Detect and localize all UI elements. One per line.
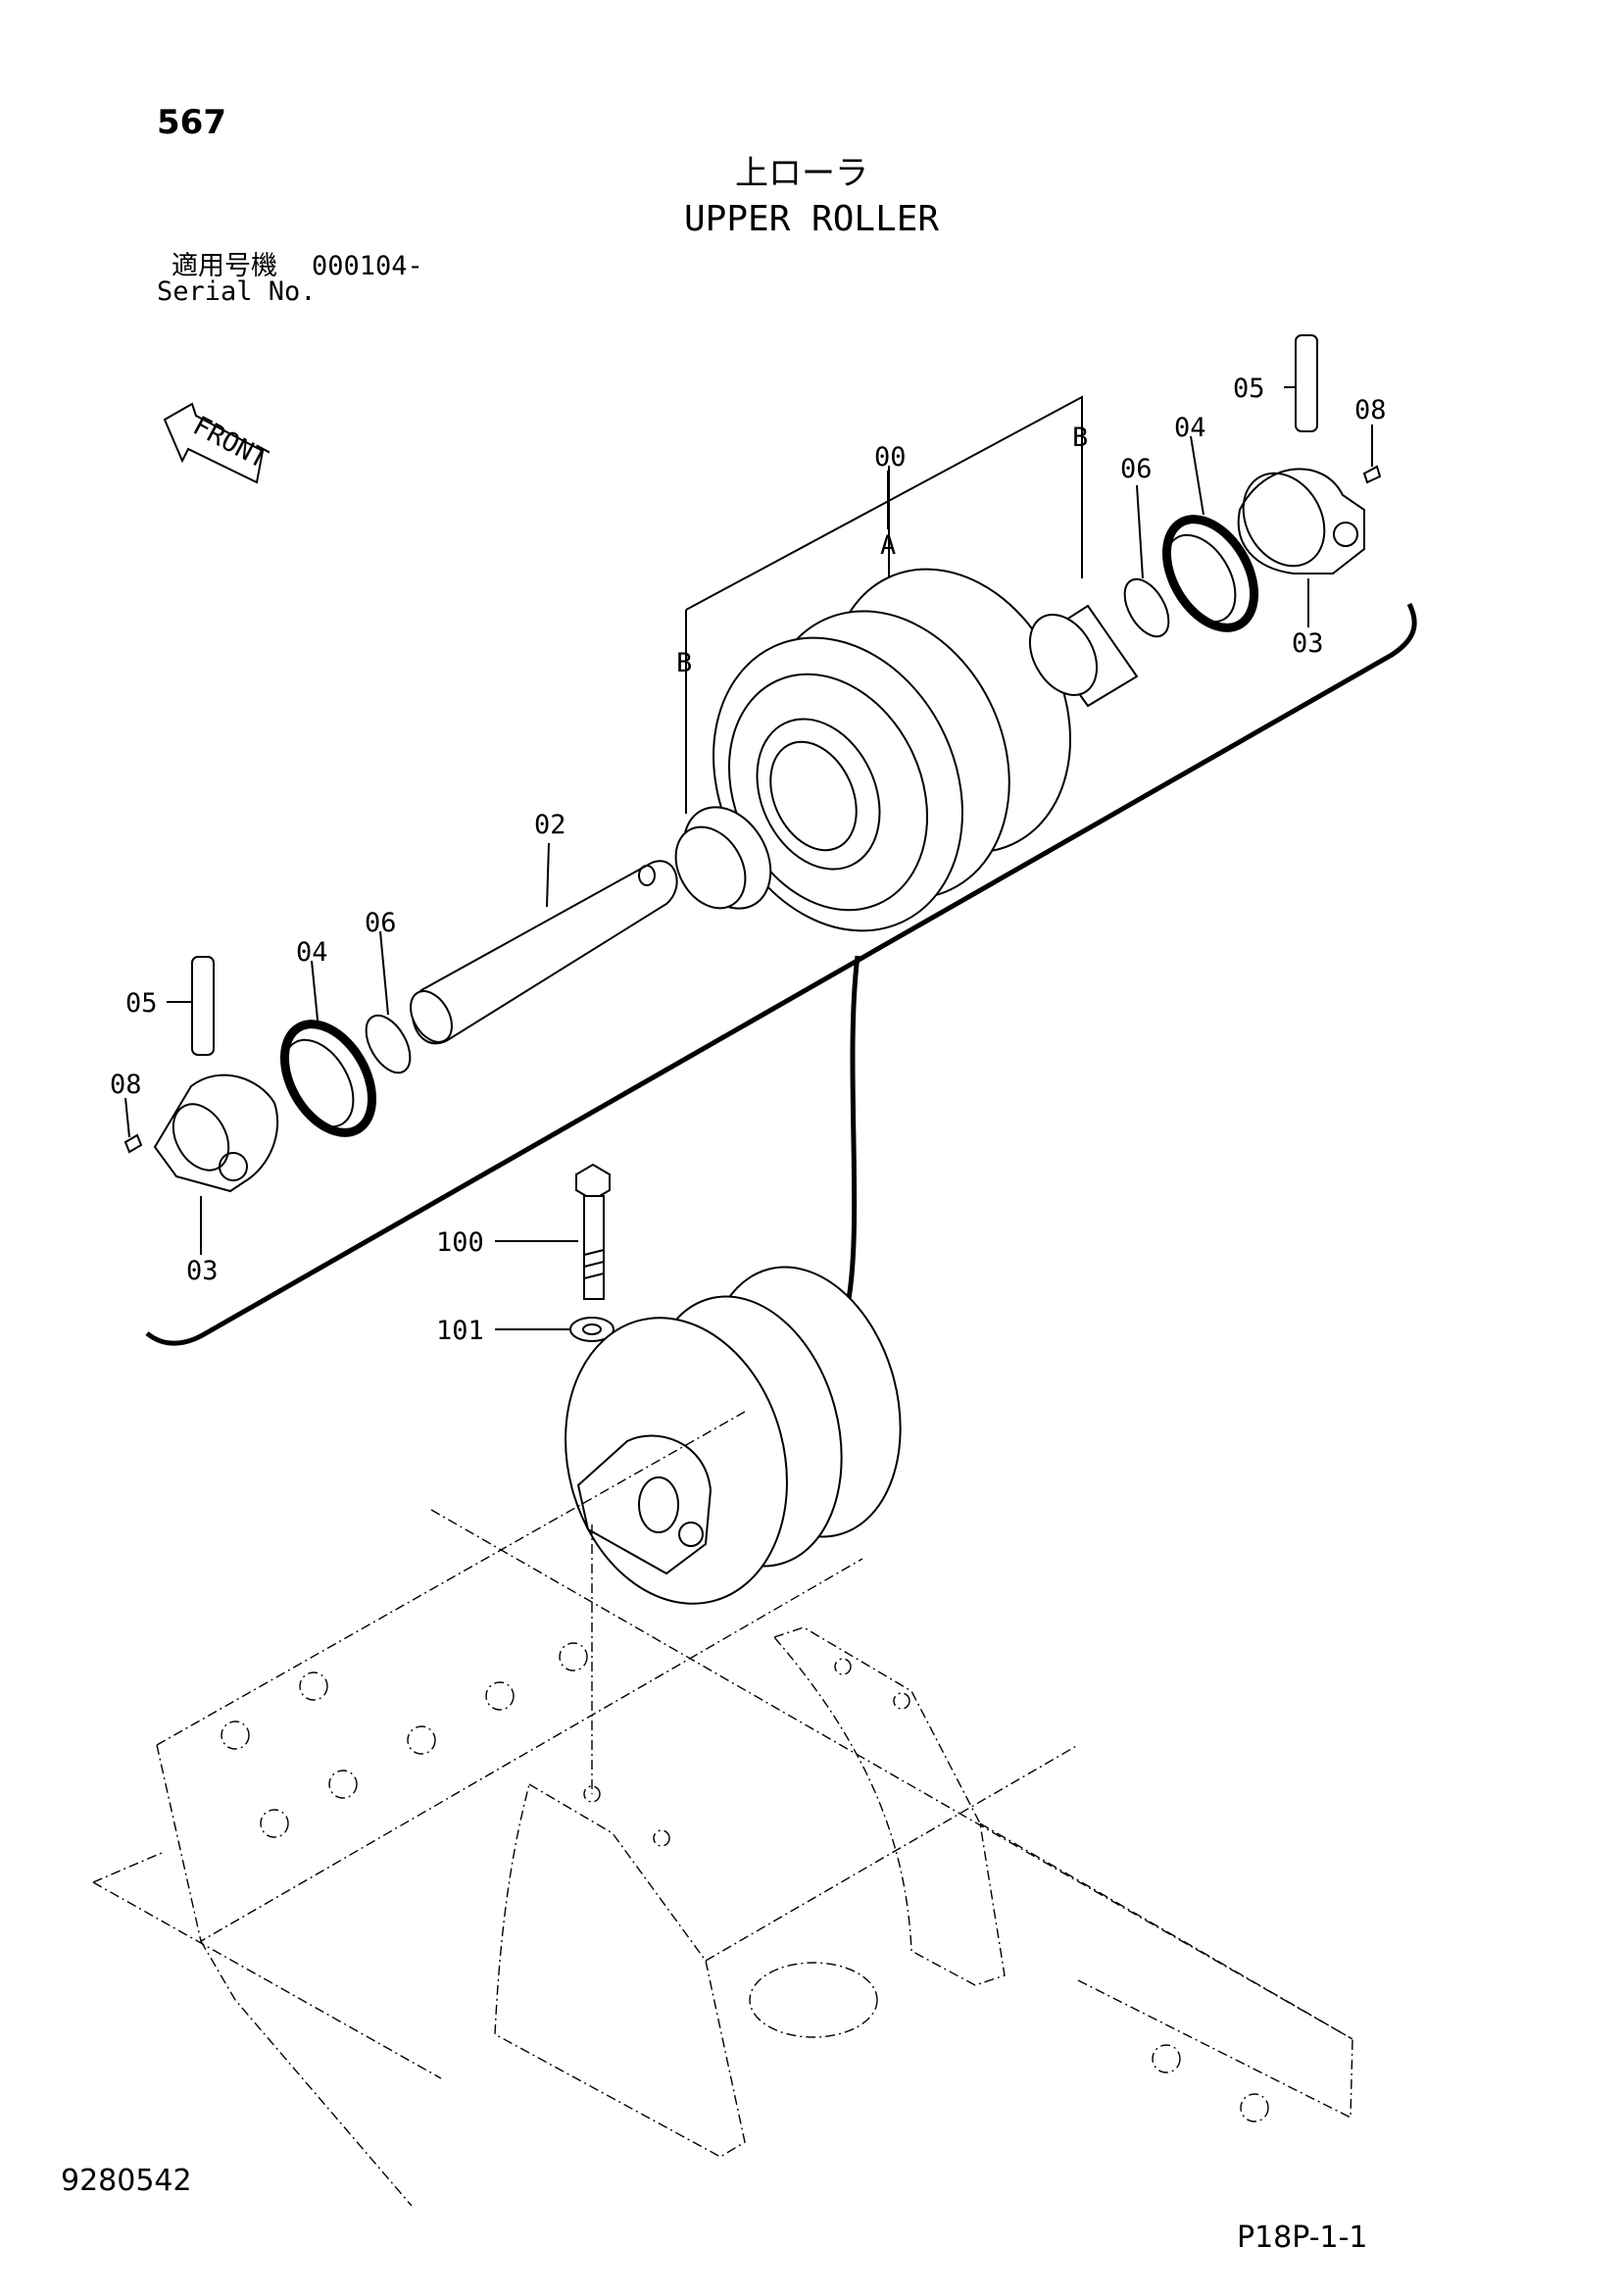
callout-04-left: 04 xyxy=(296,937,328,968)
callout-03-right: 03 xyxy=(1292,628,1324,659)
support-bracket-left xyxy=(153,1073,279,1193)
shaft xyxy=(410,860,678,1045)
bushing-right xyxy=(1028,604,1139,708)
grease-fitting-right xyxy=(1362,465,1382,484)
front-arrow-icon: FRONT xyxy=(163,402,272,484)
serial-label-english: Serial No. xyxy=(157,276,317,307)
callout-a: A xyxy=(880,530,896,561)
document-id: 9280542 xyxy=(61,2164,192,2198)
floating-seal-left xyxy=(279,1020,377,1137)
callout-04-right: 04 xyxy=(1174,413,1206,443)
o-ring-right xyxy=(1123,577,1170,638)
bolt xyxy=(575,1163,611,1300)
callout-b-right: B xyxy=(1072,423,1088,453)
callout-02: 02 xyxy=(534,810,566,840)
exploded-view-panel xyxy=(145,602,1417,1346)
front-arrow-label: FRONT xyxy=(188,411,272,475)
callout-03-left: 03 xyxy=(186,1256,219,1286)
title-english: UPPER ROLLER xyxy=(684,199,940,239)
callout-00: 00 xyxy=(874,442,907,473)
title-japanese: 上ローラ xyxy=(735,154,868,193)
upper-roller-assembly xyxy=(713,568,1071,932)
track-frame xyxy=(92,1411,1353,2207)
callout-101: 101 xyxy=(436,1316,484,1346)
installed-upper-roller xyxy=(565,1266,902,1605)
callout-b-left: B xyxy=(676,648,692,678)
page-reference: P18P-1-1 xyxy=(1237,2221,1368,2255)
callout-06-left: 06 xyxy=(365,908,397,938)
callout-08-right: 08 xyxy=(1354,395,1387,425)
callout-08-left: 08 xyxy=(110,1070,142,1100)
support-bracket-right xyxy=(1237,468,1365,574)
page-number: 567 xyxy=(157,103,226,142)
serial-label-japanese: 適用号機 xyxy=(172,251,277,281)
callout-05-right: 05 xyxy=(1233,374,1265,404)
bushing-left xyxy=(674,806,772,910)
pin-left xyxy=(191,956,215,1056)
callout-05-left: 05 xyxy=(125,988,158,1019)
callout-100: 100 xyxy=(436,1227,484,1258)
floating-seal-right xyxy=(1161,515,1259,632)
o-ring-left xyxy=(365,1014,412,1074)
grease-fitting-left xyxy=(123,1133,143,1154)
leader-lines xyxy=(124,386,1373,1330)
serial-value: 000104- xyxy=(312,251,423,281)
callout-06-right: 06 xyxy=(1120,454,1153,484)
pin-right xyxy=(1295,334,1318,432)
